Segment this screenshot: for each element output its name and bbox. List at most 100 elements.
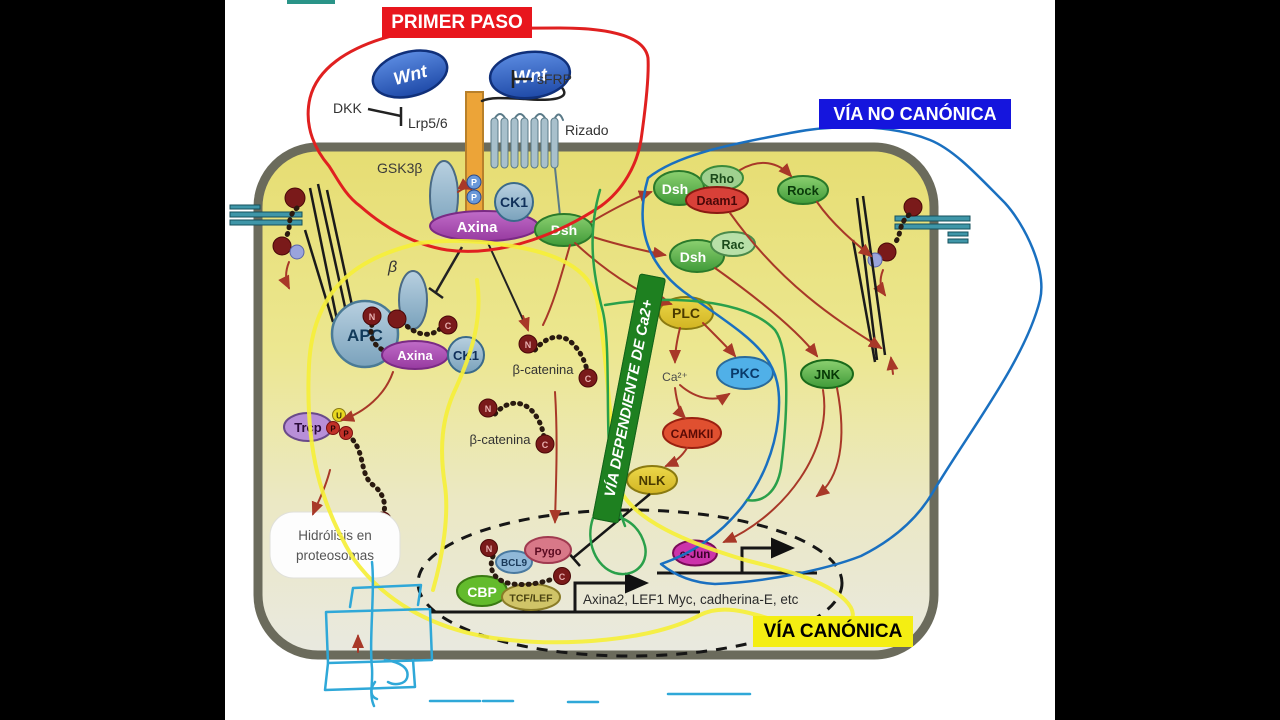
- beta-label: β: [387, 259, 397, 276]
- ca-label: Ca²⁺: [662, 370, 688, 384]
- bcatenina-label: β-catenina: [470, 432, 532, 447]
- bubble: [269, 511, 401, 579]
- phospho-label: P: [471, 193, 477, 203]
- phospho-sites: P P: [466, 174, 482, 205]
- dkk-inhibition-line: [367, 107, 402, 118]
- green-annotation-branch: [603, 298, 788, 502]
- ubiquitin-label: U: [336, 412, 342, 421]
- phospho-circle: [466, 174, 482, 190]
- svg-text:Hidrólisis en: Hidrólisis en: [298, 528, 372, 543]
- bead-letter: C: [559, 572, 566, 582]
- bcatenina-label: β-catenina: [513, 362, 575, 377]
- daam1: [685, 186, 749, 214]
- axina-bcat-line: [487, 242, 526, 325]
- bead-letter: N: [369, 312, 376, 322]
- catenin-bead: [272, 236, 292, 256]
- c-terminus: [438, 315, 458, 335]
- beta-catenin-1: N C β-catenina: [513, 334, 598, 388]
- junction-bar: [894, 215, 971, 222]
- cell-membrane: [253, 142, 939, 660]
- dsh-label: Dsh: [551, 222, 577, 238]
- arrow: [886, 356, 899, 375]
- cyan-sketch: [323, 560, 752, 708]
- nlk: [626, 465, 678, 495]
- beta-catenin-2: N C β-catenina: [470, 398, 555, 454]
- target-genes-label: Axina2, LEF1 Myc, cadherina-E, etc: [583, 592, 799, 607]
- arrow: [873, 269, 887, 297]
- arrow-plc-ca: [669, 327, 682, 364]
- letterbox-right: [1055, 0, 1280, 720]
- tcf-lef-label: TCF/LEF: [509, 593, 553, 605]
- pygo: [524, 536, 572, 564]
- arrow-rock-actin: [816, 201, 873, 258]
- bead-chain: [282, 205, 300, 241]
- adherens-junction-left: [229, 187, 306, 290]
- diagram-area: Wnt Wnt sFRP DKK Lrp5/6 Rizado GSK3β P: [225, 0, 1055, 720]
- axina-label: Axina: [397, 348, 433, 363]
- trcp-label: Trcp: [294, 420, 322, 435]
- primer-paso-label: PRIMER PASO: [382, 7, 532, 38]
- frizzled-receptor: [490, 113, 564, 226]
- junction-bar: [229, 204, 261, 210]
- bead-chain: [488, 553, 556, 587]
- arrow-daam1-actin: [729, 212, 883, 350]
- bcl9-label: BCL9: [501, 558, 528, 569]
- ck1-label: CK1: [500, 194, 528, 210]
- bead: [387, 309, 407, 329]
- phospho-label: P: [343, 430, 349, 439]
- n-terminus: [362, 306, 382, 326]
- sketch-line: [323, 658, 417, 692]
- letterbox-left: [0, 0, 225, 720]
- bead-letter: N: [485, 404, 492, 414]
- arrow-jnk-down: [815, 387, 843, 498]
- bead-letter: C: [445, 321, 452, 331]
- junction-bar: [894, 223, 971, 230]
- actin-filament: [303, 229, 335, 323]
- ck1-label: CK1: [453, 348, 479, 363]
- plc-label: PLC: [672, 305, 700, 321]
- wnt-label: Wnt: [512, 64, 549, 88]
- arrow-bcat-nucleus: [549, 391, 562, 524]
- actin-filament: [316, 183, 349, 317]
- gsk-inhibition-line: [434, 246, 464, 293]
- lrp-label: Lrp5/6: [408, 115, 448, 131]
- arrow-to-proteasome: [311, 469, 331, 516]
- c-terminus: [578, 368, 598, 388]
- c-terminus: [535, 434, 555, 454]
- rock: [777, 175, 829, 205]
- bcl9: [495, 550, 533, 574]
- bead-letter: C: [542, 440, 549, 450]
- actin-filament: [308, 187, 339, 321]
- actin-filament: [325, 189, 355, 311]
- arrow: [457, 178, 473, 193]
- n-terminus: [518, 334, 538, 354]
- sketch-line: [383, 658, 409, 686]
- catenin-bead: [903, 197, 923, 217]
- cbp-label: CBP: [467, 584, 497, 600]
- arrow-dsh-plc: [574, 242, 673, 307]
- daam1-label: Daam1: [697, 194, 738, 208]
- hidrolisis-line2: proteosomas: [296, 548, 374, 563]
- phospho-label: P: [471, 178, 477, 188]
- transcription-arrow: [740, 537, 795, 573]
- ck1-top: [494, 182, 534, 222]
- tm-helix: [510, 117, 519, 169]
- tm-helix: [500, 117, 509, 169]
- adherens-junction-right: [867, 197, 971, 297]
- alpha-catenin-bead: [289, 244, 305, 260]
- tm-helix: [490, 117, 499, 169]
- junction-bar: [947, 238, 969, 244]
- bead-chain: [350, 437, 388, 518]
- n-terminus: [478, 398, 498, 418]
- line-dsh-bcat: [542, 244, 571, 326]
- arrow-plc-pkc: [702, 322, 737, 358]
- catenin-bead: [284, 187, 306, 209]
- arrow-camkii-nlk: [664, 447, 688, 467]
- nlk-inhibition-line: [572, 493, 651, 559]
- pathway-arrows: [311, 161, 883, 543]
- pkc-label: PKC: [730, 365, 760, 381]
- jnk: [800, 359, 854, 389]
- jnk-label: JNK: [814, 367, 841, 382]
- svg-text:proteosomas: proteosomas: [296, 548, 374, 563]
